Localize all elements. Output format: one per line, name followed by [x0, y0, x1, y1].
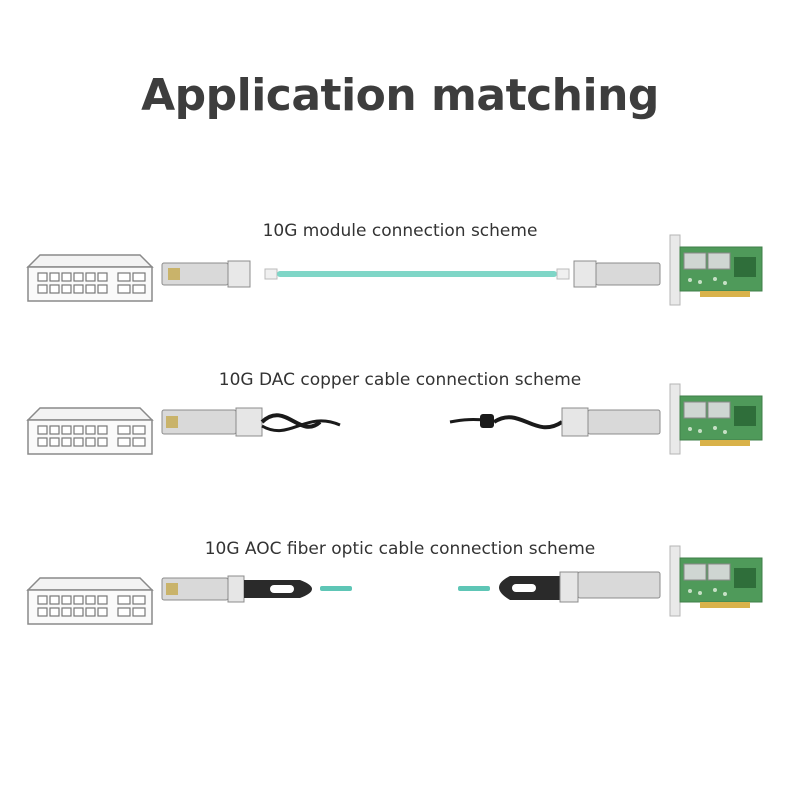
network-switch-icon — [27, 254, 153, 302]
network-card-icon — [669, 234, 763, 306]
fiber-patch-cable-icon — [264, 268, 570, 280]
scheme-row-dac — [27, 383, 763, 455]
network-switch-icon — [27, 577, 153, 625]
aoc-cable-icon — [161, 575, 352, 603]
sfp-module-icon — [161, 260, 251, 288]
network-switch-icon — [27, 407, 153, 455]
scheme-row-aoc — [27, 545, 763, 625]
dac-cable-icon — [449, 407, 661, 437]
page-title: Application matching — [141, 70, 659, 121]
aoc-cable-icon — [458, 571, 661, 603]
dac-cable-icon — [161, 407, 341, 437]
scheme-row-module — [27, 234, 763, 306]
network-card-icon — [669, 383, 763, 455]
sfp-module-icon — [573, 260, 661, 288]
network-card-icon — [669, 545, 763, 617]
scheme-label-dac: 10G DAC copper cable connection scheme — [218, 370, 582, 390]
scheme-label-aoc: 10G AOC fiber optic cable connection sch… — [204, 539, 596, 559]
scheme-label-module: 10G module connection scheme — [262, 221, 538, 241]
